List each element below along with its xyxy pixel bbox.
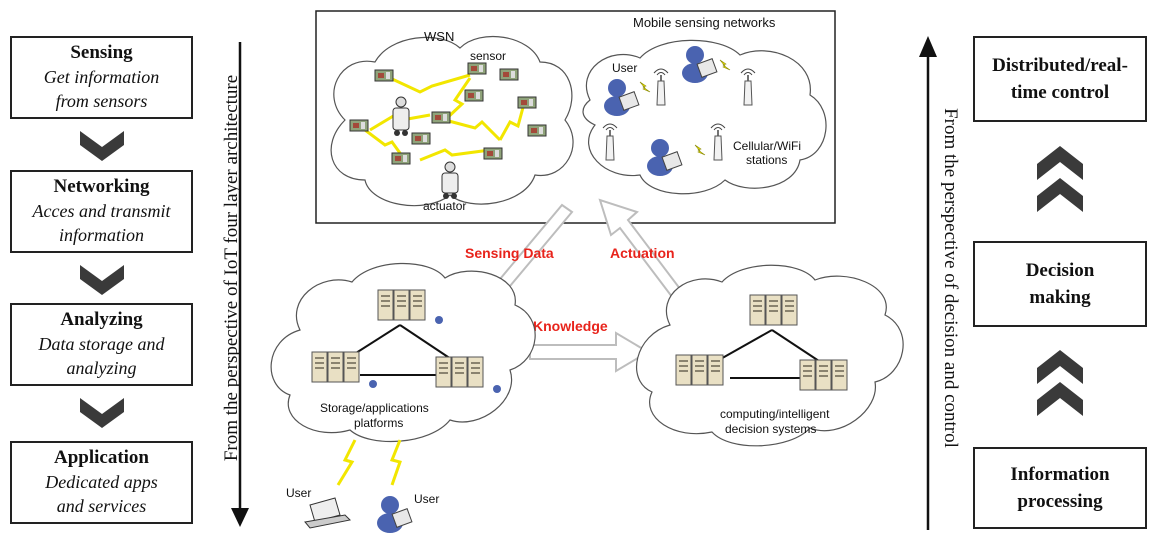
server-cluster-icon	[312, 352, 359, 382]
stage-box-application: Application Dedicated apps and services	[10, 441, 193, 524]
stations-label: stations	[746, 153, 787, 167]
sensing-data-label: Sensing Data	[465, 245, 554, 261]
server-cluster-icon	[378, 290, 425, 320]
mobile-sensing-cloud	[582, 39, 827, 195]
wsn-links	[364, 73, 527, 162]
actuation-label: Actuation	[610, 245, 675, 261]
stage-desc-line: from sensors	[55, 91, 148, 111]
computing-label: computing/intelligent	[720, 407, 830, 421]
stage-desc-line: and services	[56, 496, 147, 516]
stage-desc-line: information	[58, 225, 144, 245]
sensor-node-icon	[411, 132, 431, 145]
stage-box-decision-making: Decision making	[973, 241, 1147, 327]
server-cluster-icon	[436, 357, 483, 387]
sensor-node-icon	[499, 68, 519, 81]
laptop-icon	[304, 497, 352, 529]
sensor-node-icon	[483, 147, 503, 160]
sensor-label: sensor	[470, 49, 506, 63]
sensor-node-icon	[431, 111, 451, 124]
knowledge-label: Knowledge	[533, 318, 608, 334]
storage-label: platforms	[354, 416, 403, 430]
double-chevron-up-icon	[1037, 146, 1083, 212]
user-icon	[376, 495, 413, 533]
sensor-node-icon	[374, 69, 394, 82]
stage-box-analyzing: Analyzing Data storage and analyzing	[10, 303, 193, 386]
bottom-user-label: User	[286, 486, 311, 500]
chevron-down-icon	[80, 398, 124, 428]
globe-icon	[369, 380, 377, 388]
stage-desc-line: Data storage and	[38, 334, 165, 354]
stage-box-networking: Networking Acces and transmit informatio…	[10, 170, 193, 253]
stage-title: Application	[53, 447, 150, 468]
user-label: User	[612, 61, 637, 75]
stage-title-line: time control	[1010, 82, 1110, 103]
sensor-node-icon	[391, 152, 411, 165]
sensor-node-icon	[527, 124, 547, 137]
sensor-node-icon	[517, 96, 537, 109]
double-chevron-up-icon	[1037, 350, 1083, 416]
stage-title: Analyzing	[60, 309, 143, 330]
globe-icon	[493, 385, 501, 393]
server-cluster-icon	[800, 360, 847, 390]
stage-title-line: Distributed/real-	[992, 55, 1128, 76]
stage-title-line: making	[1029, 287, 1091, 308]
computing-label: decision systems	[725, 422, 816, 436]
server-cluster-icon	[750, 295, 797, 325]
chevron-down-icon	[80, 265, 124, 295]
stage-desc-line: Get information	[43, 67, 160, 87]
stage-title: Networking	[53, 176, 150, 197]
wireless-link-icon	[336, 439, 402, 486]
stage-desc-line: analyzing	[66, 358, 137, 378]
stage-box-sensing: Sensing Get information from sensors	[10, 36, 193, 119]
stage-title-line: Information	[1010, 464, 1110, 485]
bottom-user-label: User	[414, 492, 439, 506]
stage-desc-line: Dedicated apps	[45, 472, 158, 492]
stage-box-distributed-control: Distributed/real- time control	[973, 36, 1147, 122]
sensor-node-icon	[464, 89, 484, 102]
computing-cloud	[636, 264, 904, 447]
sensor-node-icon	[349, 119, 369, 132]
robot-actuator-icon	[392, 96, 410, 136]
mobile-sensing-label: Mobile sensing networks	[633, 15, 776, 30]
sensor-node-icon	[467, 62, 487, 75]
actuator-label: actuator	[423, 199, 466, 213]
right-axis-arrow	[919, 36, 937, 530]
wsn-label: WSN	[424, 29, 454, 44]
globe-icon	[435, 316, 443, 324]
robot-actuator-icon	[441, 161, 459, 199]
knowledge-arrow	[529, 331, 650, 373]
stage-desc-line: Acces and transmit	[32, 201, 171, 221]
left-axis-arrow	[231, 42, 249, 527]
storage-cloud	[270, 262, 536, 443]
stage-title-line: Decision	[1025, 260, 1095, 281]
stage-title-line: processing	[1017, 491, 1103, 512]
stage-title: Sensing	[70, 42, 133, 63]
server-cluster-icon	[676, 355, 723, 385]
stage-box-information-processing: Information processing	[973, 447, 1147, 529]
storage-label: Storage/applications	[320, 401, 429, 415]
chevron-down-icon	[80, 131, 124, 161]
stations-label: Cellular/WiFi	[733, 139, 801, 153]
